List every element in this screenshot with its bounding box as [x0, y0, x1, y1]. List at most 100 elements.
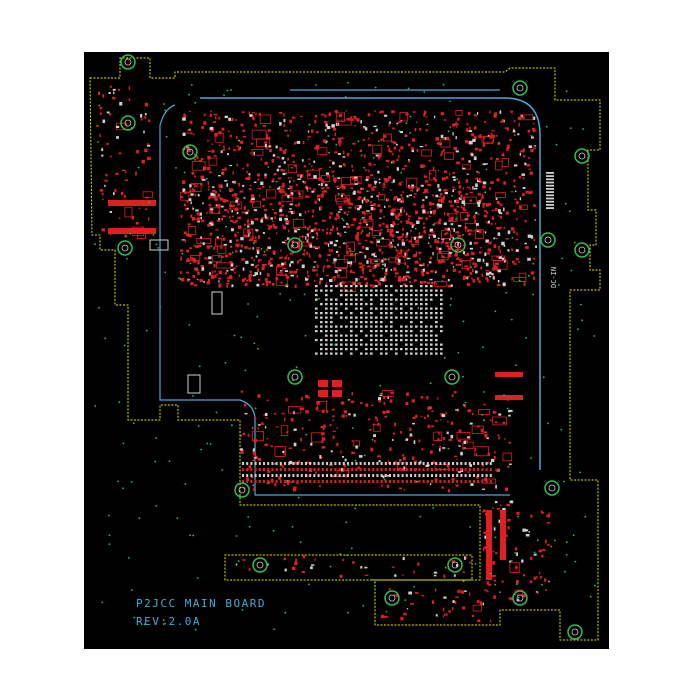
component-pad — [432, 233, 435, 236]
bga-ball — [395, 289, 398, 292]
component-pad — [338, 246, 341, 248]
component-pad — [294, 229, 298, 233]
component-pad — [209, 126, 214, 130]
component-pad — [292, 211, 296, 214]
component-pad — [99, 134, 101, 137]
component-pad — [354, 178, 359, 181]
component-pad — [439, 445, 441, 449]
component-pad — [370, 447, 374, 452]
component-pad — [371, 230, 381, 237]
component-pad — [418, 235, 422, 239]
component-pad — [381, 389, 394, 397]
component-pad — [244, 283, 248, 286]
bga-ball — [345, 298, 348, 301]
component-pad — [252, 448, 255, 452]
via — [539, 403, 541, 405]
memory-pad — [275, 462, 278, 465]
component-pad — [338, 215, 340, 219]
component-pad — [302, 555, 306, 559]
component-pad — [384, 615, 388, 618]
component-pad — [462, 196, 465, 201]
via — [469, 526, 472, 528]
component-pad — [438, 188, 442, 192]
component-pad — [502, 282, 506, 287]
bga-ball — [360, 330, 363, 333]
component-pad — [440, 139, 451, 148]
component-pad — [247, 219, 249, 223]
component-pad — [280, 188, 285, 191]
component-pad — [392, 208, 403, 216]
component-pad — [462, 187, 464, 190]
component-pad — [469, 140, 473, 145]
component-pad — [300, 437, 302, 442]
bga-ball — [335, 285, 338, 288]
component-pad — [181, 239, 186, 241]
component-pad — [510, 597, 513, 601]
component-pad — [483, 231, 485, 233]
component-pad — [245, 234, 249, 237]
pcb-canvas[interactable] — [84, 52, 609, 649]
bga-ball — [370, 298, 373, 301]
component-pad — [464, 226, 468, 230]
board-title: P2JCC MAIN BOARD — [136, 597, 266, 610]
component-pad — [439, 419, 442, 421]
component-pad — [513, 263, 517, 265]
component-pad — [426, 211, 429, 214]
bga-ball — [405, 298, 408, 301]
component-pad — [242, 136, 247, 138]
component-pad — [269, 149, 272, 153]
component-pad — [420, 184, 424, 187]
component-pad — [484, 191, 486, 193]
component-pad — [353, 115, 357, 119]
component-pad — [508, 409, 511, 413]
component-pad — [321, 440, 324, 444]
component-pad — [384, 263, 386, 267]
mounting-hole — [548, 484, 556, 492]
bga-ball — [420, 352, 423, 355]
bga-ball — [320, 348, 323, 351]
bga-ball — [380, 316, 383, 319]
component-pad — [296, 184, 298, 187]
mounting-hole — [186, 148, 194, 156]
component-pad — [418, 232, 421, 236]
component-pad — [268, 225, 273, 229]
bga-ball — [410, 316, 413, 319]
memory-pad — [246, 462, 249, 465]
component-pad — [383, 216, 385, 218]
component-pad — [287, 134, 290, 137]
via — [143, 623, 146, 626]
component-pad — [128, 86, 131, 90]
component-pad — [400, 146, 404, 150]
component-pad — [347, 261, 351, 264]
component-pad — [221, 255, 224, 259]
component-pad — [460, 194, 463, 198]
component-pad — [360, 232, 362, 235]
component-pad — [478, 229, 482, 233]
component-pad — [219, 197, 222, 199]
component-pad — [203, 121, 207, 125]
via — [247, 516, 250, 518]
component-pad — [387, 145, 389, 148]
memory-pad — [414, 468, 417, 471]
component-pad — [300, 115, 303, 118]
memory-pad — [460, 462, 463, 465]
bga-ball — [325, 334, 328, 337]
component-pad — [252, 247, 254, 250]
component-pad — [371, 187, 375, 191]
component-pad — [408, 186, 412, 189]
component-pad — [260, 181, 264, 185]
component-pad — [374, 260, 378, 262]
bga-ball — [345, 316, 348, 319]
component-pad — [267, 246, 272, 250]
bga-ball — [360, 321, 363, 324]
component-pad — [427, 424, 431, 429]
via — [514, 552, 517, 554]
memory-pad — [468, 474, 471, 477]
component-pad — [398, 252, 402, 255]
component-pad — [312, 266, 316, 268]
memory-pad — [447, 462, 450, 465]
bga-ball — [360, 307, 363, 310]
component-pad — [142, 191, 153, 198]
via — [137, 166, 140, 169]
